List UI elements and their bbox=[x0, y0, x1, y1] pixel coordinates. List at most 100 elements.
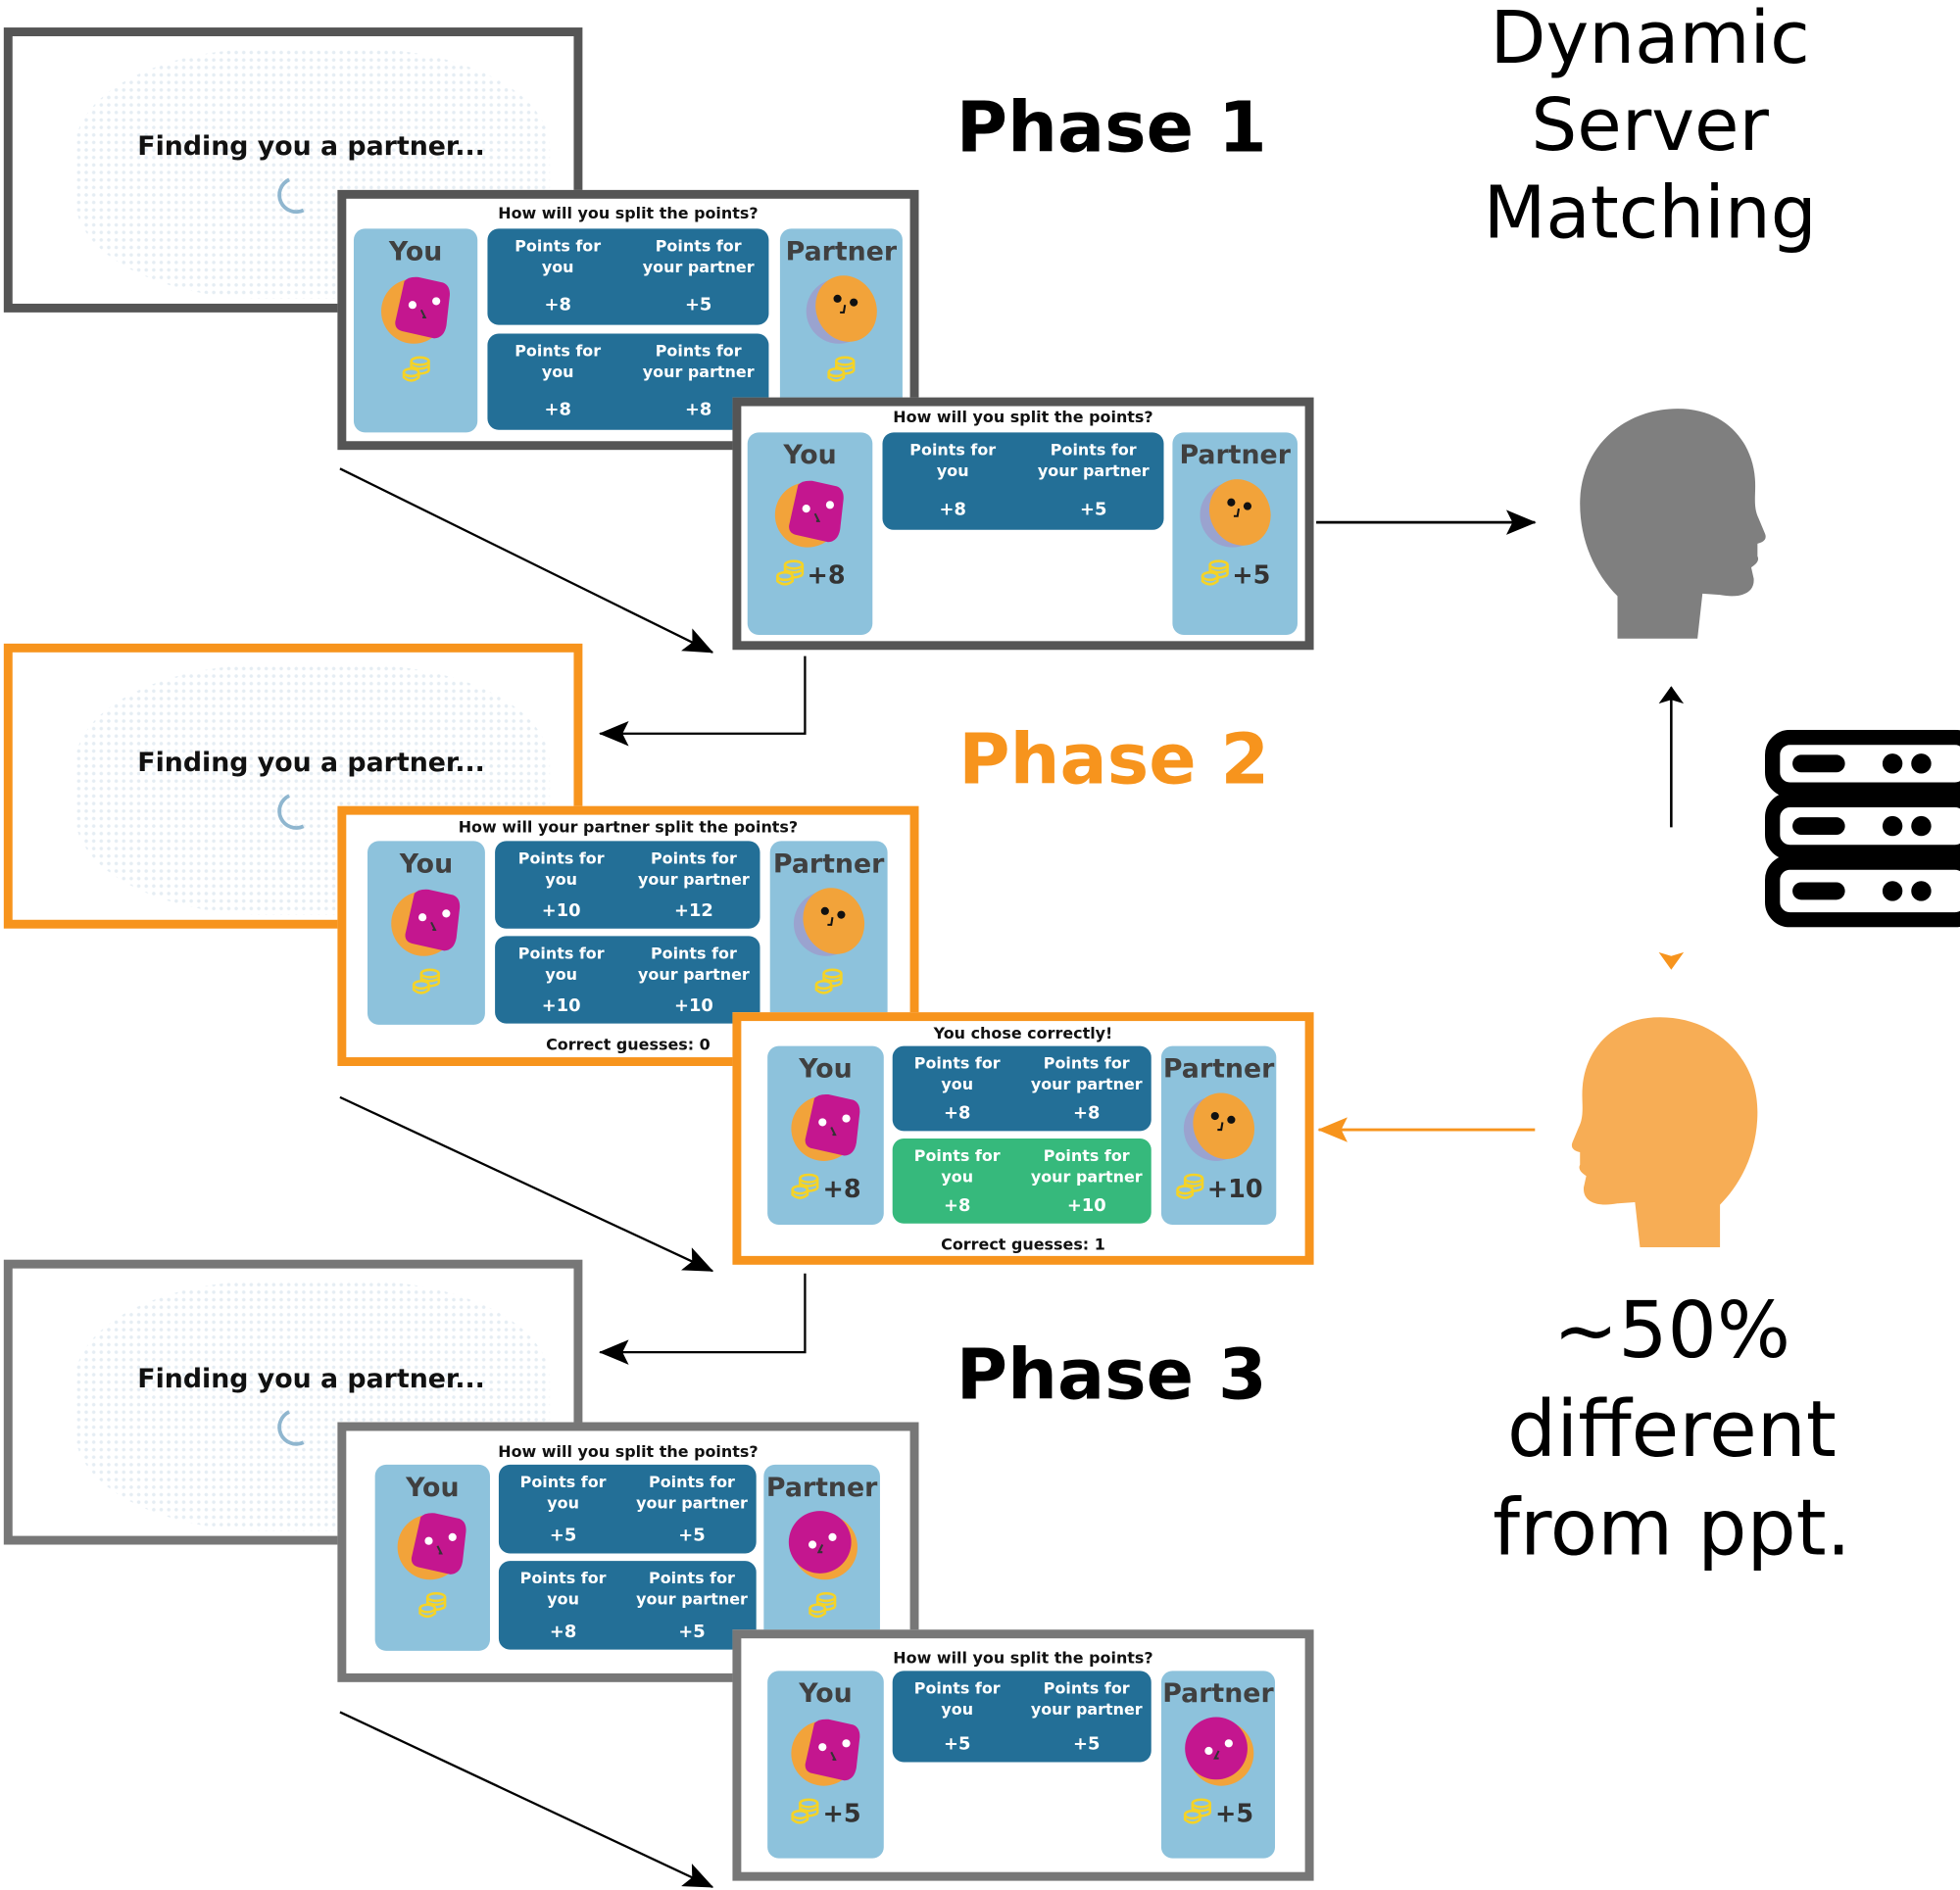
you-points: +5 bbox=[822, 1798, 861, 1829]
head-orange-icon bbox=[1571, 1017, 1758, 1247]
points-for-you-label: Points for you bbox=[519, 1472, 607, 1513]
you-column: Points for you bbox=[893, 1052, 1022, 1094]
points-for-you-value: +8 bbox=[549, 1622, 577, 1643]
you-card: You bbox=[353, 228, 478, 433]
coins-icon bbox=[807, 1589, 837, 1624]
finding-partner-text: Finding you a partner... bbox=[137, 1363, 485, 1394]
difference-note: ~50% different from ppt. bbox=[1462, 1281, 1881, 1576]
points-for-you-label: Points for you bbox=[913, 1053, 1001, 1094]
you-label: You bbox=[406, 1472, 460, 1503]
partner-avatar-icon bbox=[1198, 475, 1273, 551]
head-gray-icon bbox=[1580, 409, 1766, 639]
phase-3-choice-screen: How will you split the points? You Partner… bbox=[337, 1422, 919, 1682]
partner-column: Points for your partner bbox=[1022, 1052, 1152, 1094]
partner-points-row bbox=[780, 354, 903, 389]
screen-title: How will you split the points? bbox=[498, 1441, 759, 1462]
partner-column: Points for your partner bbox=[1023, 439, 1163, 481]
partner-card: Partner+5 bbox=[1172, 432, 1298, 635]
screen-title: You chose correctly! bbox=[933, 1023, 1113, 1042]
you-card: You+5 bbox=[767, 1671, 884, 1859]
phase-2-label: Phase 2 bbox=[958, 719, 1270, 801]
coins-icon bbox=[1175, 1171, 1205, 1206]
coins-icon bbox=[412, 966, 442, 1001]
points-for-you-label: Points for you bbox=[514, 236, 602, 276]
arrow-phase2-return bbox=[598, 1273, 807, 1365]
points-for-partner-label: Points for your partner bbox=[642, 236, 755, 276]
partner-points-row: +5 bbox=[1172, 557, 1298, 593]
coins-icon bbox=[401, 354, 431, 389]
coins-icon bbox=[790, 1796, 820, 1831]
screen-title: How will you split the points? bbox=[498, 203, 759, 223]
partner-column: Points for your partner bbox=[627, 848, 760, 890]
coins-icon bbox=[1200, 557, 1230, 593]
partner-label: Partner bbox=[772, 848, 885, 879]
points-for-partner-value: +10 bbox=[673, 995, 713, 1016]
you-points-row: +8 bbox=[767, 1171, 884, 1206]
screen-title: How will you split the points? bbox=[893, 1648, 1153, 1668]
screen-title: How will your partner split the points? bbox=[458, 817, 799, 837]
partner-column: Points for your partner bbox=[627, 1567, 756, 1609]
you-column: Points for you bbox=[487, 340, 627, 382]
you-label: You bbox=[399, 848, 454, 879]
partner-label: Partner bbox=[765, 1472, 878, 1503]
points-for-you-value: +10 bbox=[541, 900, 581, 922]
arrow-phase2-diagonal bbox=[339, 1095, 714, 1273]
points-for-you-value: +8 bbox=[939, 500, 966, 520]
you-column: Points for you bbox=[495, 943, 627, 985]
you-points-row bbox=[354, 354, 477, 389]
arrow-phase1-diagonal bbox=[339, 467, 714, 654]
points-for-you-label: Points for you bbox=[519, 1568, 607, 1609]
title-line: Dynamic bbox=[1490, 0, 1810, 80]
partner-column: Points for your partner bbox=[1022, 1677, 1152, 1720]
split-option-2[interactable]: Points for you Points for your partner +10… bbox=[495, 936, 760, 1024]
partner-card: Partner+5 bbox=[1160, 1671, 1276, 1859]
partner-avatar-icon bbox=[804, 271, 879, 347]
arrow-phase3-diagonal bbox=[339, 1711, 714, 1889]
points-for-partner-label: Points for your partner bbox=[1030, 1145, 1143, 1187]
partner-avatar-icon bbox=[791, 884, 866, 959]
partner-avatar-icon bbox=[1181, 1714, 1256, 1789]
partner-avatar-icon bbox=[784, 1507, 859, 1582]
points-for-partner-label: Points for your partner bbox=[636, 1472, 748, 1513]
points-for-you-label: Points for you bbox=[913, 1677, 1001, 1719]
points-for-partner-label: Points for your partner bbox=[638, 944, 750, 984]
partner-card: Partner bbox=[769, 841, 888, 1025]
partner-card: Partner+10 bbox=[1160, 1045, 1277, 1225]
you-points-row bbox=[368, 966, 485, 1001]
phase-3-result-screen: How will you split the points? You+5 Partn… bbox=[732, 1629, 1314, 1881]
you-column: Points for you bbox=[499, 1567, 627, 1609]
partner-points-row bbox=[770, 966, 888, 1001]
coins-icon bbox=[813, 966, 844, 1001]
points-for-partner-value: +5 bbox=[678, 1526, 706, 1546]
server-matching-title: Dynamic Server Matching bbox=[1462, 0, 1838, 256]
partner-card: Partner bbox=[763, 1464, 880, 1651]
partner-label: Partner bbox=[785, 236, 898, 267]
partner-column: Points for your partner bbox=[627, 1471, 756, 1513]
points-for-partner-label: Points for your partner bbox=[642, 341, 755, 382]
self-avatar-icon bbox=[395, 1507, 470, 1582]
you-points: +8 bbox=[807, 559, 846, 591]
coins-icon bbox=[1183, 1796, 1213, 1831]
screen-title: How will you split the points? bbox=[893, 407, 1153, 426]
partner-column: Points for your partner bbox=[1022, 1144, 1152, 1187]
phase-3-label: Phase 3 bbox=[956, 1334, 1267, 1417]
you-points-row: +8 bbox=[748, 557, 873, 593]
you-card: You+8 bbox=[747, 432, 873, 635]
phase-1-result-screen: How will you split the points? You+8 Partn… bbox=[732, 397, 1314, 651]
title-line: Matching bbox=[1483, 170, 1817, 256]
you-points-row: +5 bbox=[767, 1796, 884, 1831]
note-line: from ppt. bbox=[1493, 1481, 1851, 1574]
self-avatar-icon bbox=[788, 1714, 863, 1789]
you-column: Points for you bbox=[499, 1471, 627, 1513]
